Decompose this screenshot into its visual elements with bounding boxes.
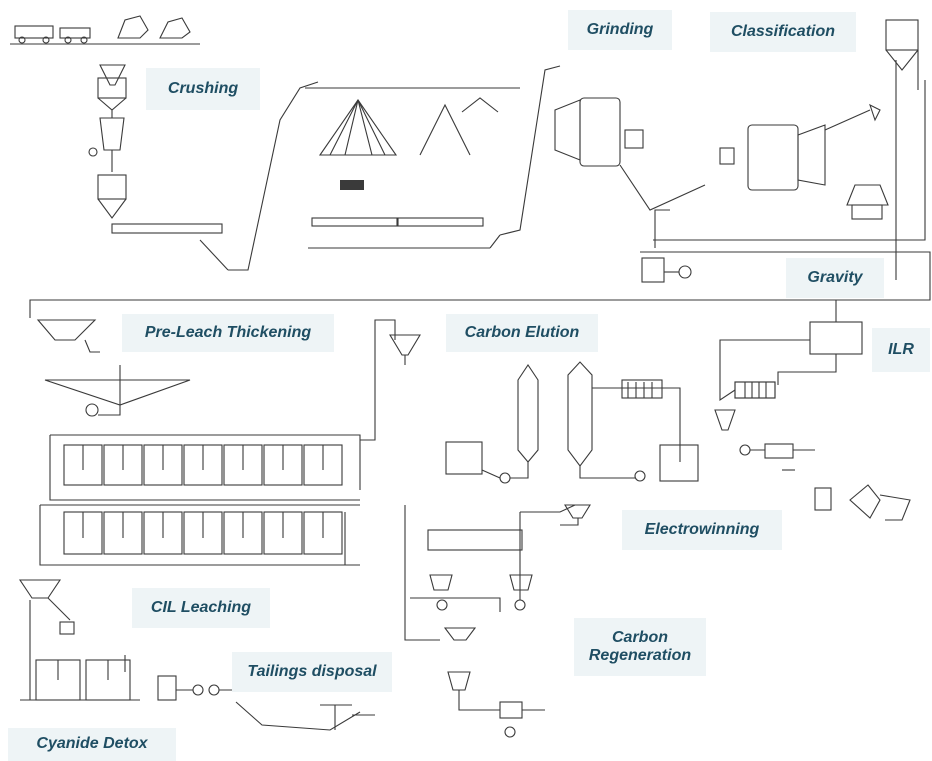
surge-bin	[98, 175, 126, 218]
ball-mill	[720, 110, 870, 190]
gold-room	[715, 410, 910, 520]
tailings-pump-box	[158, 676, 236, 700]
acid-wash-vessel	[446, 365, 538, 483]
electrowinning-cells	[628, 382, 775, 398]
cyanide-destruction-tanks	[20, 600, 140, 700]
cil-tank-train-lower	[40, 505, 360, 565]
elution-column	[568, 362, 698, 481]
stage-label-classification: Classification	[710, 12, 856, 52]
stage-label-cyanide-detox: Cyanide Detox	[8, 728, 176, 761]
stage-label-cil-leaching: CIL Leaching	[132, 588, 270, 628]
carbon-regeneration-kiln	[410, 505, 575, 640]
tailings-storage-facility	[236, 702, 375, 730]
primary-crusher	[89, 110, 124, 172]
cyclone-feed-pump-box	[642, 258, 691, 282]
cil-tank-train-upper	[50, 435, 360, 500]
crushed-ore-stockpile	[305, 66, 560, 248]
stage-label-tailings-disposal: Tailings disposal	[232, 652, 392, 692]
stage-label-carbon-elution: Carbon Elution	[446, 314, 598, 352]
stage-label-ilr: ILR	[872, 328, 930, 372]
dump-pocket-hopper	[98, 65, 126, 110]
dewatering-screen	[560, 505, 590, 525]
stage-label-grinding: Grinding	[568, 10, 672, 50]
carbon-fines-filter	[448, 672, 545, 737]
pre-leach-thickener	[45, 365, 190, 416]
cyclone-cluster	[870, 20, 918, 120]
apron-feeder-conveyor	[112, 82, 318, 270]
stage-label-carbon-regeneration-line2: Regeneration	[589, 647, 691, 665]
loaded-carbon-line	[360, 320, 440, 640]
stage-label-pre-leach-thickening: Pre-Leach Thickening	[122, 314, 334, 352]
stage-label-carbon-regeneration-line1: Carbon	[612, 629, 668, 647]
stage-label-crushing: Crushing	[146, 68, 260, 110]
primary-gravity-concentrator	[847, 185, 888, 219]
ilr-reactor	[720, 300, 862, 400]
mining-equipment-icon	[10, 16, 200, 44]
tailings-safety-screen	[20, 580, 74, 634]
stage-label-electrowinning: Electrowinning	[622, 510, 782, 550]
loader-icon	[340, 180, 364, 190]
trash-screen	[38, 320, 100, 352]
sag-mill	[555, 98, 705, 210]
stage-label-gravity: Gravity	[786, 258, 884, 298]
stage-label-carbon-regeneration: Carbon Regeneration	[574, 618, 706, 676]
